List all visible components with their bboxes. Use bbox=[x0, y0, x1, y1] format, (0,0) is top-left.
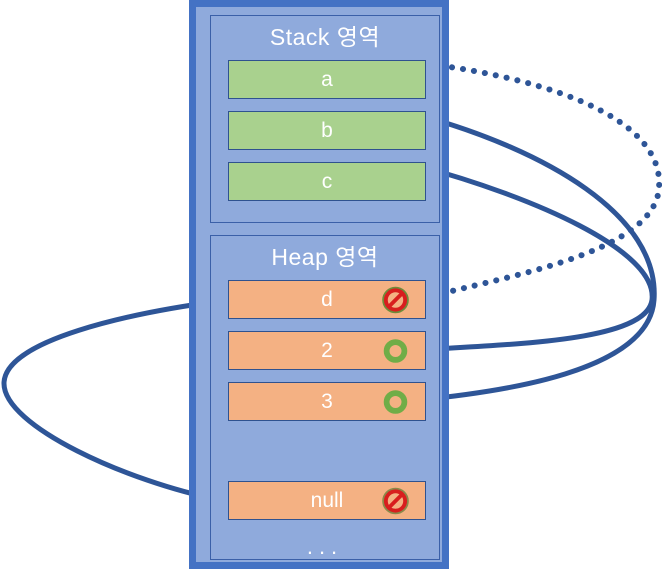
heap-cell-3-label: 3 bbox=[321, 390, 333, 413]
heap-cell-null-label: null bbox=[310, 489, 344, 512]
ok-ring-icon bbox=[383, 389, 408, 414]
stack-cell-c[interactable]: c bbox=[228, 162, 426, 201]
heap-cell-3[interactable]: 3 bbox=[228, 382, 426, 421]
heap-cell-d-label: d bbox=[321, 288, 333, 311]
blocked-icon bbox=[382, 286, 409, 313]
heap-cell-null[interactable]: null bbox=[228, 481, 426, 520]
stack-region-panel: Stack 영역 a b c bbox=[210, 15, 440, 223]
stack-region-title: Stack 영역 bbox=[269, 24, 381, 50]
heap-cell-2-label: 2 bbox=[321, 339, 333, 362]
stack-cell-a[interactable]: a bbox=[228, 60, 426, 99]
heap-region-title: Heap 영역 bbox=[271, 244, 379, 270]
connector-d-to-null bbox=[1, 298, 223, 503]
heap-ellipsis: ... bbox=[306, 534, 344, 559]
heap-cell-2[interactable]: 2 bbox=[228, 331, 426, 370]
blocked-icon bbox=[382, 487, 409, 514]
heap-region-panel: Heap 영역 d 2 3 null bbox=[210, 235, 440, 560]
connector-c-to-2 bbox=[416, 163, 655, 353]
stack-cell-b[interactable]: b bbox=[228, 111, 426, 150]
connector-b-to-3 bbox=[416, 112, 657, 403]
stack-cell-a-label: a bbox=[321, 68, 333, 91]
stack-cell-b-label: b bbox=[321, 119, 333, 142]
memory-frame: Stack 영역 a b c Heap 영역 d 2 bbox=[189, 0, 449, 569]
heap-cell-d[interactable]: d bbox=[228, 280, 426, 319]
ok-ring-icon bbox=[383, 338, 408, 363]
stack-cell-c-label: c bbox=[321, 170, 333, 193]
connector-a-to-d bbox=[416, 60, 662, 303]
